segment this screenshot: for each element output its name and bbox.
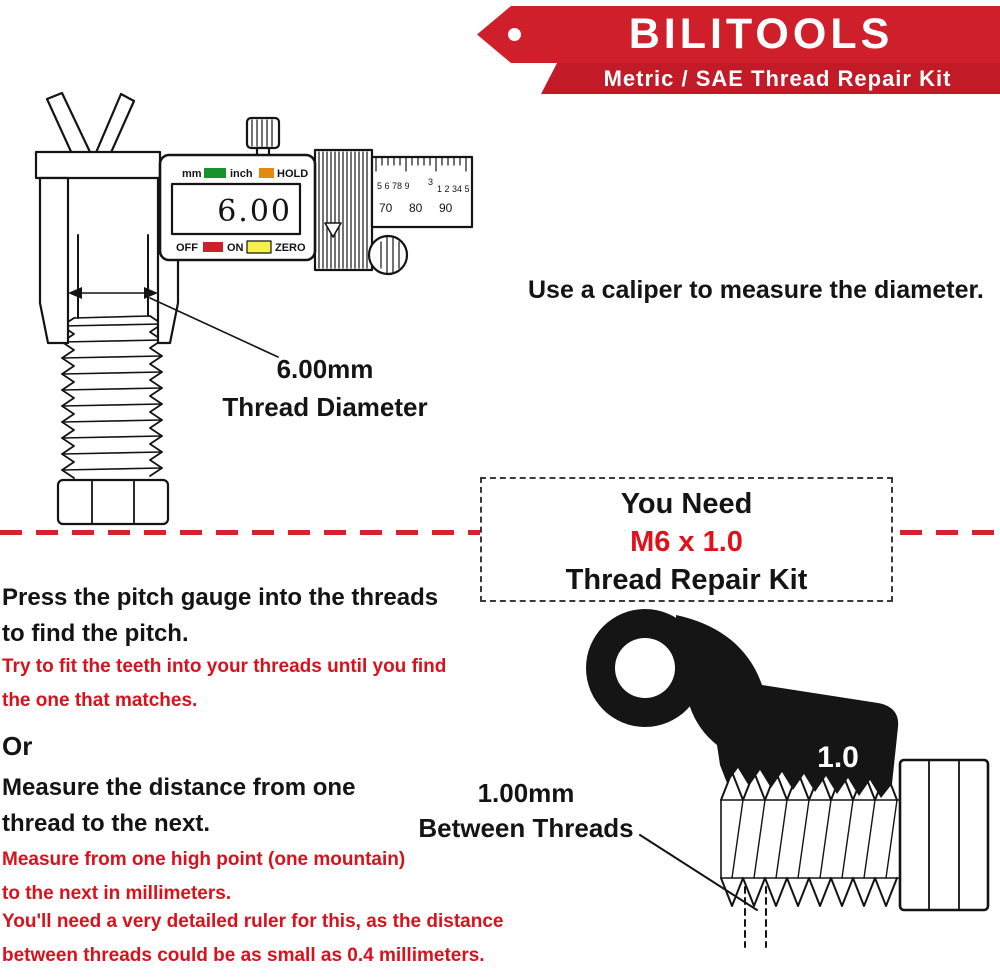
scale-row1: 5 6 78 9 (377, 181, 410, 191)
pitch-text: Between Threads (418, 813, 634, 843)
scale-90: 90 (439, 201, 453, 215)
caliper-display-body (158, 116, 317, 262)
measure-note-line2: to the next in millimeters. (2, 883, 232, 904)
arrow-left-icon (68, 287, 82, 299)
or-text: Or (2, 731, 33, 761)
measure-head-line2: thread to the next. (2, 810, 211, 837)
on-indicator (203, 242, 223, 252)
lower-jaw-left (38, 176, 70, 345)
hold-label: HOLD (277, 168, 308, 180)
gauge-blade (676, 615, 899, 798)
scale-row3: 1 2 34 5 (437, 184, 470, 194)
scale-80: 80 (409, 201, 423, 215)
diameter-value: 6.00mm (276, 354, 374, 384)
need-size: M6 x 1.0 (630, 526, 743, 558)
measure-step-note2: You'll need a very detailed ruler for th… (2, 905, 504, 973)
pitch-gauge-tool: 1.0 (586, 609, 899, 798)
gauge-ring-hole (615, 638, 675, 698)
brand-ribbon: BILITOOLS (477, 6, 1000, 63)
pitch-step-heading: Press the pitch gauge into the threads t… (2, 580, 438, 652)
measure-note-line4: between threads could be as small as 0.4… (2, 945, 485, 966)
mm-label: mm (182, 168, 202, 180)
pitch-gauge-illustration: 1.0 (586, 609, 990, 948)
diameter-label: Thread Diameter (222, 392, 428, 422)
pitch-value: 1.00mm (477, 778, 575, 808)
ribbon-dot-icon (508, 28, 521, 41)
pitch-note-line2: the one that matches. (2, 690, 198, 711)
scale-70: 70 (379, 201, 393, 215)
pitch-dimension (639, 834, 767, 948)
measure-step-note1: Measure from one high point (one mountai… (2, 843, 405, 911)
brand-title: BILITOOLS (628, 10, 894, 58)
bolt-head (898, 758, 990, 912)
diameter-callout: 6.00mm Thread Diameter (200, 350, 450, 426)
scale-row2: 3 (428, 177, 433, 187)
inch-label: inch (230, 168, 253, 180)
product-subtitle: Metric / SAE Thread Repair Kit (603, 66, 952, 91)
product-ribbon: Metric / SAE Thread Repair Kit (541, 63, 1000, 94)
need-line1: You Need (620, 488, 753, 520)
measure-note-line1: Measure from one high point (one mountai… (2, 849, 406, 870)
bolt-nut (56, 478, 170, 526)
leader-line (149, 297, 279, 358)
measure-head-line1: Measure the distance from one (2, 774, 356, 801)
pitch-head-line2: to find the pitch. (2, 620, 189, 647)
pitch-head-line1: Press the pitch gauge into the threads (2, 584, 439, 611)
measured-bolt-drawing (56, 234, 170, 526)
gauge-size-marking: 1.0 (817, 741, 859, 774)
hold-indicator (259, 168, 274, 178)
lcd-value: 6.00 (217, 194, 292, 229)
pitch-callout: 1.00mm Between Threads (412, 776, 640, 846)
pitch-note-line1: Try to fit the teeth into your threads u… (2, 656, 447, 677)
mm-indicator (204, 168, 226, 178)
beam-scale-numbers: 5 6 78 9 3 1 2 34 5 70 80 90 (377, 177, 470, 215)
you-need-box: You Need M6 x 1.0 Thread Repair Kit (480, 477, 893, 602)
zero-button (246, 240, 272, 254)
slider-marker-icon (324, 222, 342, 238)
measure-note-line3: You'll need a very detailed ruler for th… (2, 911, 504, 932)
off-label: OFF (176, 242, 198, 254)
pitch-step-note: Try to fit the teeth into your threads u… (2, 650, 446, 718)
caliper-illustration: 5 6 78 9 3 1 2 34 5 70 80 90 mm (34, 91, 474, 526)
arrow-right-icon (144, 287, 158, 299)
thumb-wheel (367, 234, 409, 276)
caliper-display-labels: mm inch HOLD 6.00 OFF ON ZERO (176, 168, 308, 254)
zero-label: ZERO (275, 242, 306, 254)
diameter-dimension (68, 287, 279, 358)
pitch-leader-line (639, 834, 758, 911)
caliper-jaws (34, 91, 180, 345)
lcd-screen (170, 182, 302, 236)
measure-step-heading: Measure the distance from one thread to … (2, 770, 355, 842)
need-line3: Thread Repair Kit (565, 564, 808, 596)
use-caliper-instruction: Use a caliper to measure the diameter. (528, 276, 984, 304)
jaw-root (34, 150, 162, 180)
beam-scale (370, 155, 474, 229)
on-label: ON (227, 242, 244, 254)
